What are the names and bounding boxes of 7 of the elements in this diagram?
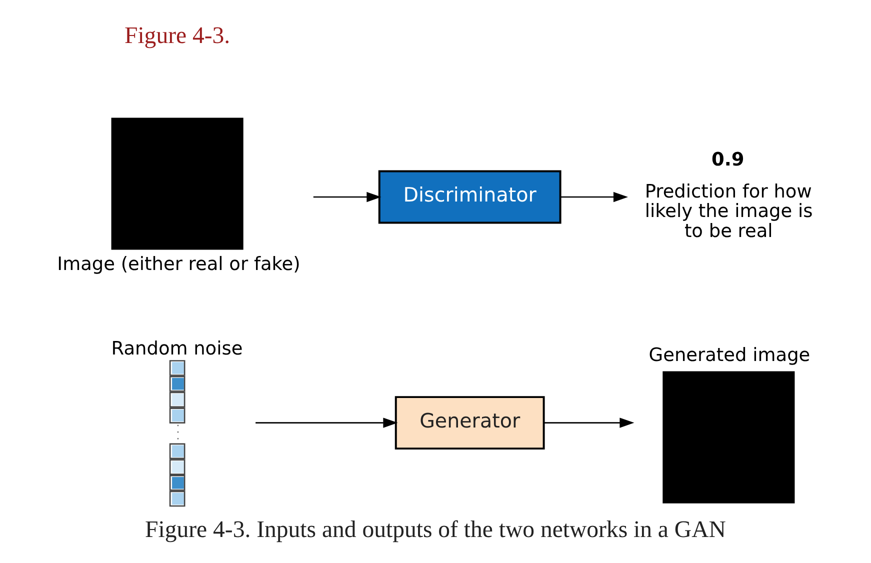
node-text: 0.9 (712, 150, 744, 171)
node-label: Image (either real or fake) (57, 254, 300, 275)
caption: Figure 4-3. Inputs and outputs of the two networks in a GAN (145, 516, 726, 543)
node-label: Generated image (648, 345, 810, 366)
node-label: Prediction for how likely the image is to be real (644, 181, 813, 242)
label: Figure 4-3. (124, 22, 230, 49)
node-label: Random noise (111, 338, 243, 360)
